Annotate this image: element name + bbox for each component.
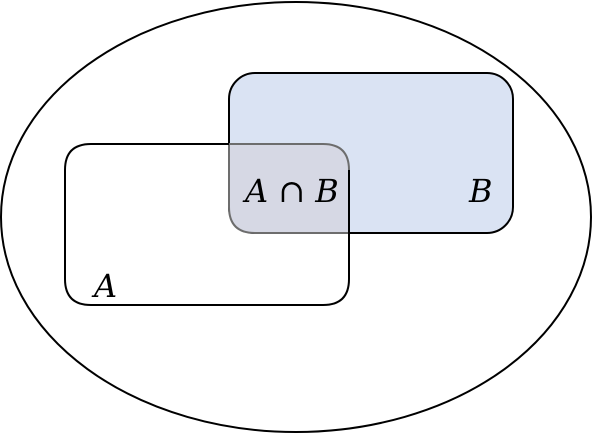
intersection-label: A ∩ B [242, 172, 339, 210]
set-b-label: B [468, 172, 493, 210]
set-a-outline [64, 143, 350, 306]
intersection-label-b: B [314, 172, 339, 210]
intersection-symbol: ∩ [268, 172, 315, 210]
intersection-label-a: A [242, 172, 268, 210]
set-a-label: A [91, 267, 117, 305]
